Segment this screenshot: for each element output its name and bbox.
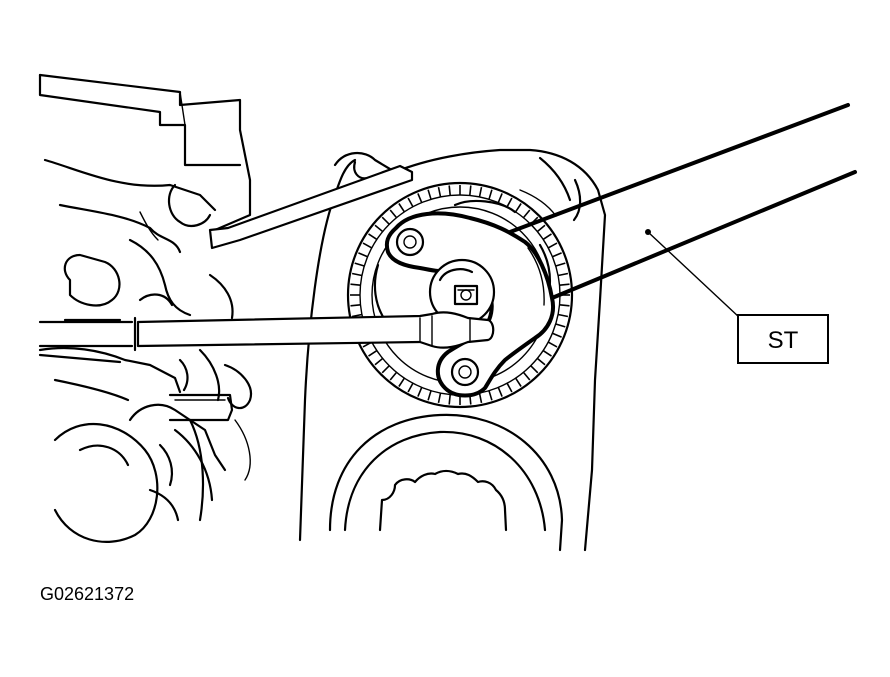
- sprocket-tooth: [488, 390, 493, 401]
- spanner-tool: [384, 103, 857, 398]
- sprocket-tooth: [536, 224, 546, 233]
- sprocket-tooth: [374, 224, 384, 233]
- sprocket-tooth: [448, 394, 451, 405]
- sprocket-tooth: [514, 377, 522, 387]
- sprocket-tooth: [557, 272, 569, 277]
- sprocket-tooth: [398, 377, 406, 387]
- sprocket-tooth: [427, 390, 432, 401]
- sprocket-tooth: [559, 283, 570, 286]
- sprocket-tooth: [389, 371, 398, 381]
- sprocket-tooth: [381, 365, 390, 374]
- sprocket-tooth: [417, 387, 423, 397]
- sprocket-tooth: [389, 209, 398, 219]
- sprocket-tooth: [417, 193, 423, 203]
- sprocket-tooth: [522, 209, 531, 219]
- timing-cover: [298, 148, 607, 552]
- sprocket-tooth: [358, 252, 368, 258]
- sprocket-tooth: [437, 392, 442, 404]
- sprocket-tooth: [368, 349, 378, 357]
- sprocket-tooth: [362, 242, 373, 249]
- sprocket-tooth: [381, 216, 390, 225]
- sprocket-tooth: [351, 313, 363, 318]
- tool-callout: ST: [645, 229, 829, 364]
- sprocket-tooth: [522, 371, 531, 381]
- sprocket-tooth: [478, 186, 483, 198]
- sprocket-tooth: [427, 189, 432, 200]
- sprocket-tooth: [437, 186, 442, 198]
- sprocket-tooth: [351, 272, 363, 277]
- sprocket-tooth: [506, 382, 513, 393]
- sprocket-tooth: [557, 313, 569, 318]
- sprocket-tooth: [536, 357, 546, 366]
- sprocket-tooth: [497, 387, 503, 397]
- sprocket-tooth: [530, 365, 539, 374]
- sprocket-tooth: [350, 304, 361, 307]
- sprocket-tooth: [506, 197, 513, 208]
- figure-id: G02621372: [40, 584, 134, 604]
- tool-label: ST: [768, 327, 799, 354]
- sprocket-tooth: [398, 203, 406, 213]
- sprocket-tooth: [469, 185, 472, 196]
- sprocket-tooth: [552, 252, 562, 258]
- sprocket-tooth: [488, 189, 493, 200]
- sprocket-tooth: [350, 283, 361, 286]
- sprocket-tooth: [542, 349, 552, 357]
- sprocket-tooth: [552, 332, 562, 338]
- sprocket-tooth: [542, 233, 552, 241]
- sprocket-tooth: [374, 357, 384, 366]
- engine-block-left: [38, 73, 253, 543]
- sprocket-tooth: [547, 341, 558, 348]
- sprocket-tooth: [555, 323, 566, 328]
- sprocket-tooth: [559, 304, 570, 307]
- sprocket-tooth: [547, 242, 558, 249]
- sprocket-tooth: [407, 197, 414, 208]
- tool-label-box: [737, 314, 829, 364]
- sprocket-tooth: [497, 193, 503, 203]
- sprocket-tooth: [514, 203, 522, 213]
- sprocket-tooth: [478, 392, 483, 404]
- sprocket-tooth: [368, 233, 378, 241]
- sprocket-tooth: [555, 262, 566, 267]
- sprocket-tooth: [407, 382, 414, 393]
- socket-wrench-bar: [38, 164, 495, 352]
- sprocket-tooth: [354, 262, 365, 267]
- sprocket-tooth: [448, 185, 451, 196]
